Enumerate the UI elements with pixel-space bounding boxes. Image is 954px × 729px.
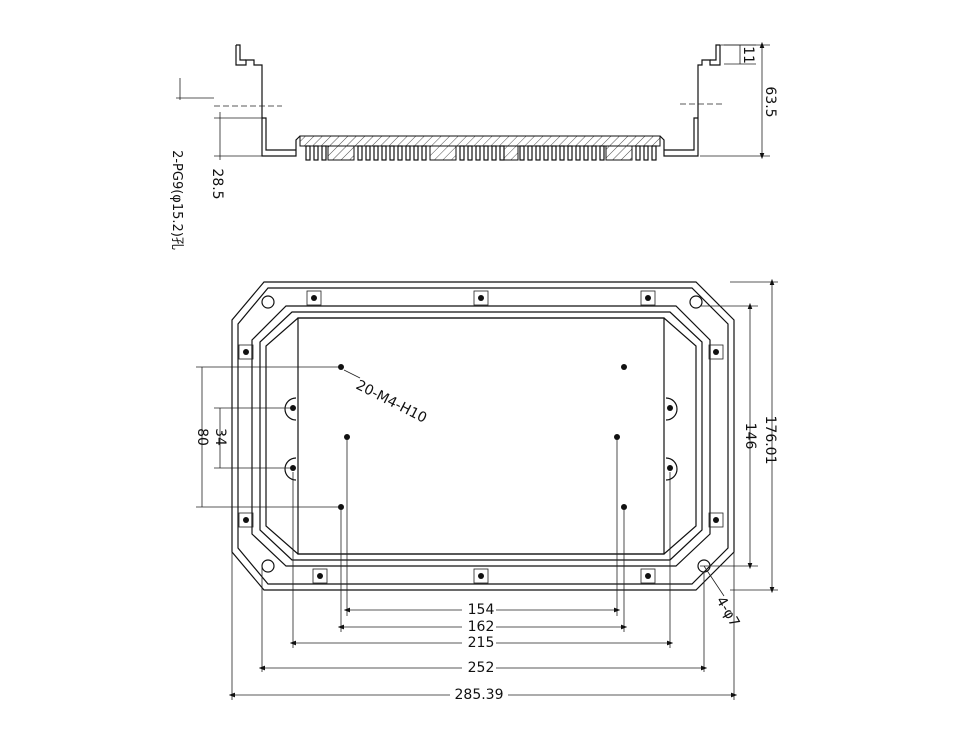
fin [519,145,525,161]
fin [483,145,489,161]
fin [551,145,557,161]
section-base-plate [299,135,661,147]
flange-hole [243,517,249,523]
fin [575,145,581,161]
flange-hole [311,295,317,301]
fin [499,145,505,161]
section-left-wall [235,45,301,157]
outer-octagon [231,281,735,591]
dim-285-39: 285.39 [455,687,504,703]
flange-boss [312,568,328,584]
flange-hole [645,295,651,301]
corner-holes [261,295,711,573]
section-view: 63.5 11 28.5 2-PG9(φ15.2)孔 [169,41,778,250]
fin [313,145,319,161]
dim-252: 252 [468,660,495,676]
dim-11: 11 [740,46,756,64]
flange-hole [478,295,484,301]
fin [559,145,565,161]
fin [397,145,403,161]
dim-146: 146 [742,423,758,450]
flange-screw-holes [238,290,724,584]
fin [373,145,379,161]
dim-34: 34 [212,428,228,446]
dim-80: 80 [194,428,210,446]
flange-hole [478,573,484,579]
fin [591,145,597,161]
fin [527,145,533,161]
fin [305,145,311,161]
fin [413,145,419,161]
section-right-wall [659,45,721,157]
fin [651,145,657,161]
flange-boss [306,290,322,306]
fin [491,145,497,161]
fin [643,145,649,161]
flange-hole [317,573,323,579]
flange-boss [640,290,656,306]
flange-hole [713,517,719,523]
fin [405,145,411,161]
fin [567,145,573,161]
horizontal-dimensions: 154 162 215 252 285.39 [228,440,738,703]
fin [321,145,327,161]
fin [381,145,387,161]
flange-boss [238,344,254,360]
fin [389,145,395,161]
fin [357,145,363,161]
fin [421,145,427,161]
fin [459,145,465,161]
flange-hole [243,349,249,355]
flange-boss [473,568,489,584]
fin [475,145,481,161]
dim-154: 154 [468,602,495,618]
dim-63-5: 63.5 [762,86,778,117]
dim-215: 215 [468,635,495,651]
fin [535,145,541,161]
dim-176-01: 176.01 [762,416,778,465]
dim-28-5: 28.5 [209,168,225,199]
section-fins [305,145,657,161]
fin [583,145,589,161]
pg-note: 2-PG9(φ15.2)孔 [169,150,184,250]
fin [635,145,641,161]
flange-boss [708,512,724,528]
flange-boss [640,568,656,584]
fin [599,145,605,161]
flange-hole [645,573,651,579]
fin [543,145,549,161]
dim-162: 162 [468,619,495,635]
inner-cavity [265,317,697,555]
fin [365,145,371,161]
flange-boss [473,290,489,306]
flange-boss [238,512,254,528]
flange-hole [713,349,719,355]
corner-hole-label: 4-φ7 [713,594,743,630]
plan-view: 20-M4-H10 80 34 176.01 146 4-φ7 154 [194,278,778,703]
tapped-holes [338,364,627,510]
flange-boss [708,344,724,360]
holes-label: 20-M4-H10 [353,377,429,426]
fin [467,145,473,161]
